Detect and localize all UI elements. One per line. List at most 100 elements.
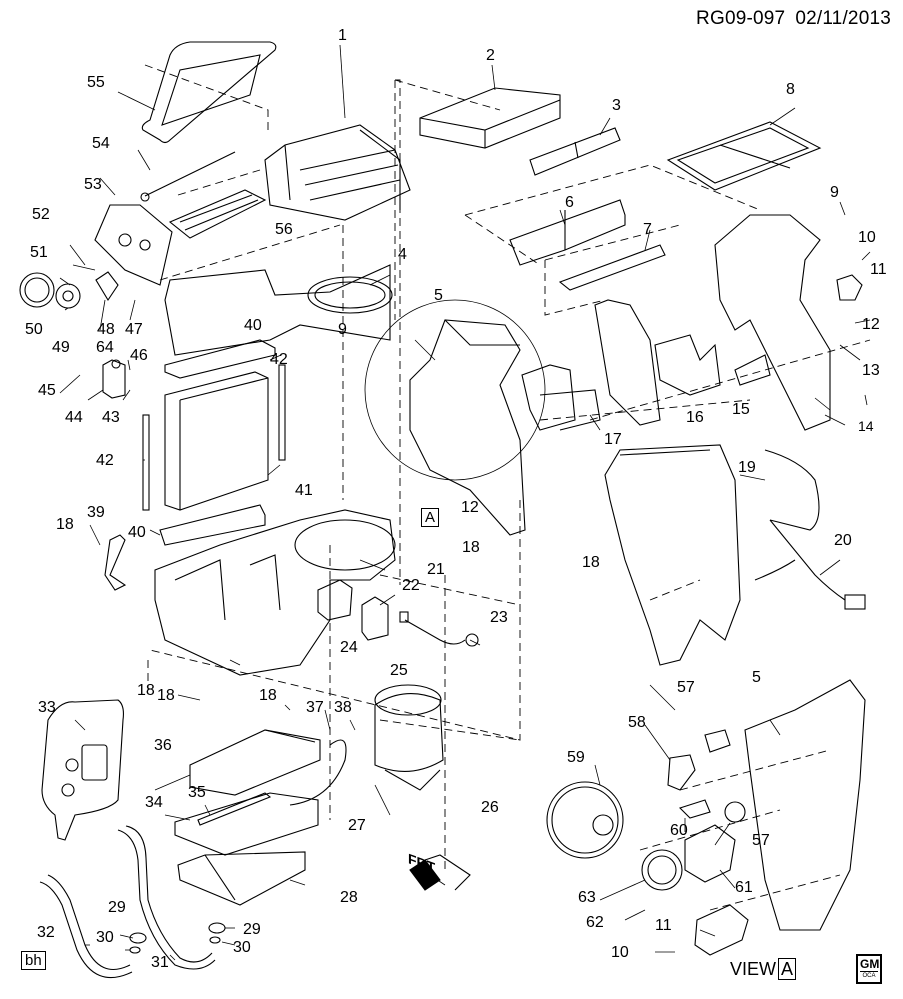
part-5-case-view-a <box>744 679 866 931</box>
callout-32: 32 <box>37 924 55 941</box>
diagram-code: RG09-097 <box>696 8 786 29</box>
callout-58: 58 <box>628 714 646 731</box>
callout-18c: 18 <box>582 554 600 571</box>
callout-36: 36 <box>154 737 172 754</box>
callout-3: 3 <box>612 97 621 114</box>
diagram-date: 02/11/2013 <box>795 8 891 29</box>
callout-62: 62 <box>586 914 604 931</box>
callout-31: 31 <box>151 954 169 971</box>
part-55-door-frame <box>141 41 277 144</box>
callout-54: 54 <box>92 135 110 152</box>
part-50-gear <box>19 272 55 308</box>
callout-16: 16 <box>686 409 704 426</box>
callout-57-upper: 57 <box>677 679 695 696</box>
part-31-hose <box>117 825 216 970</box>
callout-28: 28 <box>340 889 358 906</box>
corner-tag: bh <box>21 951 46 970</box>
part-60-link <box>678 799 711 819</box>
callout-24: 24 <box>340 639 358 656</box>
part-48-bracket <box>95 271 119 302</box>
part-27-blower-motor <box>374 684 444 791</box>
callout-34: 34 <box>145 794 163 811</box>
callout-11: 11 <box>870 261 887 278</box>
callout-6: 6 <box>565 194 574 211</box>
part-61-motor <box>684 824 736 883</box>
part-54-door-rod <box>140 151 236 202</box>
callout-64: 64 <box>96 339 114 356</box>
part-28-heater-core <box>177 851 306 906</box>
part-36-filter-housing <box>189 729 321 796</box>
callout-61: 61 <box>735 879 753 896</box>
view-label-text: VIEW <box>730 959 777 979</box>
callout-18b: 18 <box>462 539 480 556</box>
callout-38: 38 <box>334 699 352 716</box>
callout-18a: 18 <box>56 516 74 533</box>
callout-51: 51 <box>30 244 48 261</box>
callout-42-left: 42 <box>96 452 114 469</box>
part-30-oring-right <box>209 936 221 944</box>
gm-logo: GM OCA <box>856 954 882 984</box>
callout-18d: 18 <box>137 682 155 699</box>
callout-29-left: 29 <box>108 899 126 916</box>
callout-10: 10 <box>858 229 876 246</box>
callout-9b: 9 <box>338 321 347 338</box>
callout-21: 21 <box>427 561 445 578</box>
callout-22: 22 <box>402 577 420 594</box>
callout-12b: 12 <box>461 499 479 516</box>
gm-logo-top: GM <box>860 957 880 972</box>
part-24-resistor <box>317 579 353 621</box>
part-1-upper-case <box>264 124 411 221</box>
callout-5b: 5 <box>752 669 761 686</box>
part-35-seal <box>197 792 272 826</box>
part-29-seal-right <box>208 922 226 934</box>
part-22-module <box>361 596 389 641</box>
callout-30-left: 30 <box>96 929 114 946</box>
part-40-retainer-lower <box>159 504 266 546</box>
callout-52: 52 <box>32 206 50 223</box>
part-57-gear-lower <box>724 801 746 823</box>
callout-40: 40 <box>244 317 262 334</box>
part-59-gear <box>546 781 624 859</box>
leader-lines <box>59 44 871 961</box>
callout-15: 15 <box>732 401 750 418</box>
part-6-door <box>509 199 626 266</box>
callout-46: 46 <box>130 347 148 364</box>
callout-27: 27 <box>348 817 366 834</box>
part-41-evaporator <box>164 371 269 511</box>
callout-14: 14 <box>858 418 874 434</box>
callout-30-right: 30 <box>233 939 251 956</box>
part-42-seal-left <box>142 414 150 511</box>
part-58-lever <box>667 754 696 791</box>
callout-48: 48 <box>97 321 115 338</box>
callout-17: 17 <box>604 431 622 448</box>
part-53-door-housing <box>94 204 173 286</box>
callout-12: 12 <box>862 316 880 333</box>
front-direction-arrow-icon <box>409 854 471 891</box>
part-8-seal <box>666 121 822 191</box>
callout-63: 63 <box>578 889 596 906</box>
diagram-header: RG09-097 02/11/2013 <box>686 8 891 30</box>
callout-40b: 40 <box>128 524 146 541</box>
callout-18e: 18 <box>157 687 175 704</box>
callout-9: 9 <box>830 184 839 201</box>
callout-43: 43 <box>102 409 120 426</box>
callout-47: 47 <box>125 321 143 338</box>
part-49-gear <box>55 283 81 309</box>
callout-50: 50 <box>25 321 43 338</box>
callout-1: 1 <box>338 27 347 44</box>
part-37-harness <box>289 739 347 806</box>
part-15-duct <box>654 334 721 396</box>
assembly-lines <box>144 64 871 911</box>
part-20-wiring-harness <box>754 449 866 610</box>
callout-57-lower: 57 <box>752 832 770 849</box>
callout-29-right: 29 <box>243 921 261 938</box>
callout-25: 25 <box>390 662 408 679</box>
part-23-harness <box>399 611 479 647</box>
part-42-seal-right <box>278 364 286 461</box>
part-16-divider <box>594 299 661 426</box>
part-3-filter-cover <box>529 127 621 176</box>
part-5-heater-case <box>364 299 546 536</box>
part-right-case <box>714 214 831 431</box>
callout-35: 35 <box>188 784 206 801</box>
